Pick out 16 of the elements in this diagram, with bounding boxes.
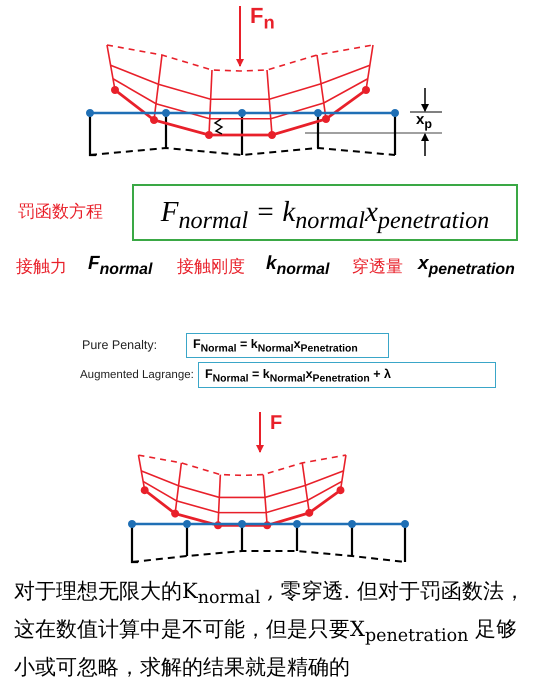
symbol-label: x$_{penetration}$: [418, 254, 515, 278]
equation-label: 罚函数方程: [18, 203, 103, 222]
method-label: Augmented Lagrange:: [80, 369, 194, 382]
force-label: F$_{n}$: [250, 4, 275, 33]
symbol-label: F$_{normal}$: [88, 254, 152, 278]
explanation-paragraph: 对于理想无限大的K$_{normal}$ , 零穿透. 但对于罚函数法，这在数值计算中是不可能，但是只要X$_{penetration}$ 足够小或可忽略，求解的结果就是精确的: [14, 578, 526, 678]
term-label: 接触力: [16, 258, 67, 277]
formula-box: F$_{normal}$ = k$_{normal}$x$_{penetration}$: [132, 184, 518, 241]
symbol-label: k$_{normal}$: [266, 254, 330, 278]
formula-box: F$_{Normal}$ = k$_{Normal}$x$_{Penetration}$: [186, 333, 389, 358]
force-label: F: [270, 412, 282, 434]
method-label: Pure Penalty:: [82, 339, 158, 353]
formula-box: F$_{Normal}$ = k$_{Normal}$x$_{Penetration}$ + λ: [198, 362, 496, 388]
dimension-label: x$_{p}$: [416, 112, 432, 132]
term-label: 接触刚度: [177, 258, 245, 277]
term-label: 穿透量: [352, 258, 403, 277]
